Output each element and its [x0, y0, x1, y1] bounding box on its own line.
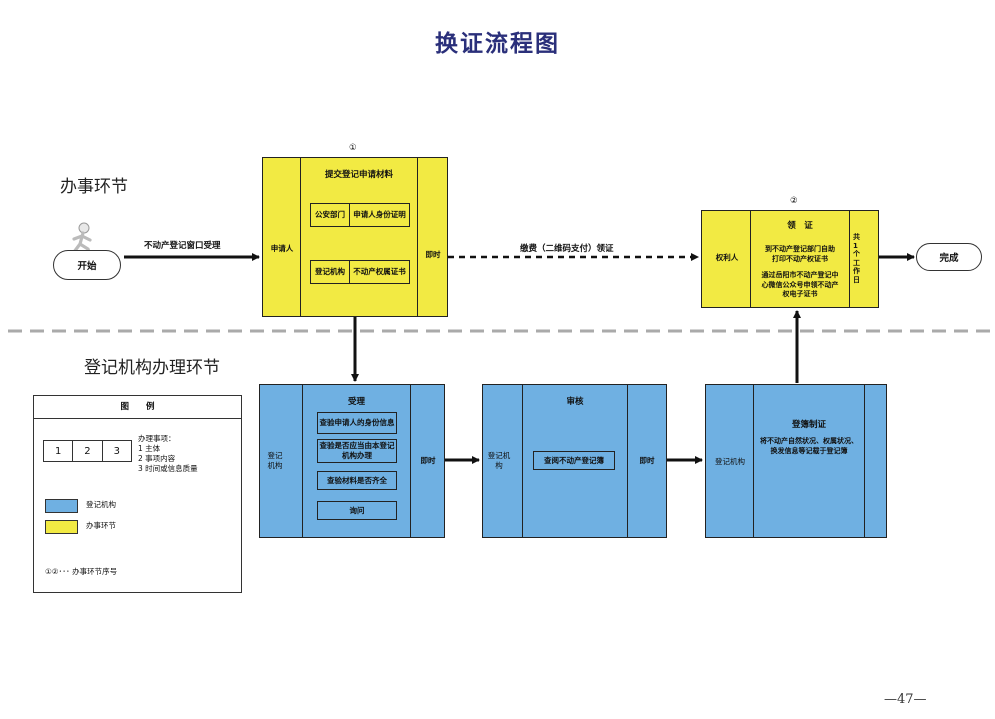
- review-box: 登记机构 审核 查阅不动产登记簿 即时: [482, 384, 667, 538]
- section-label-bottom: 登记机构办理环节: [84, 358, 220, 378]
- step2-divider-right: [849, 211, 850, 307]
- register-text: 将不动产自然状况、权属状况、换发信息等记载于登记簿: [760, 437, 858, 455]
- legend-cell: 3: [113, 445, 120, 457]
- step2-divider-left: [750, 211, 751, 307]
- legend-yellow-swatch: [45, 520, 78, 534]
- start-node: 开始: [53, 250, 121, 280]
- step2-heading: 领 证: [787, 221, 813, 231]
- accept-divider-right: [410, 385, 411, 537]
- legend-cell: 1: [44, 441, 74, 461]
- register-divider-left: [753, 385, 754, 537]
- accept-time: 即时: [420, 456, 436, 465]
- accept-item: 查验申请人的身份信息: [317, 412, 397, 434]
- step2-subject: 权利人: [715, 253, 739, 262]
- register-subject: 登记机构: [715, 457, 745, 466]
- step1-number: ①: [349, 143, 357, 153]
- step2-text-self-print: 到不动产登记部门自助打印不动产权证书: [765, 245, 835, 263]
- legend-cells: 1 2 3: [43, 440, 132, 462]
- accept-arrow-label: 不动产登记窗口受理: [144, 241, 221, 251]
- step2-box: 权利人 领 证 到不动产登记部门自助打印不动产权证书 通过岳阳市不动产登记中心微…: [701, 210, 879, 308]
- step1-subject: 申请人: [270, 244, 294, 253]
- pay-arrow-label: 缴费（二维码支付）领证: [520, 244, 614, 254]
- end-node: 完成: [916, 243, 982, 271]
- step1-divider-left: [300, 158, 301, 316]
- legend-title: 图 例: [34, 396, 241, 419]
- accept-heading: 受理: [347, 397, 365, 407]
- accept-item: 查验是否应当由本登记机构办理: [317, 439, 397, 463]
- review-subject: 登记机构: [487, 451, 511, 470]
- page-number: —47—: [884, 692, 927, 707]
- review-item: 查阅不动产登记簿: [533, 451, 615, 470]
- page-title: 换证流程图: [435, 30, 560, 57]
- running-person-icon: [72, 222, 92, 256]
- legend-note: 2 事项内容: [138, 454, 176, 463]
- step1-item-doc: 申请人身份证明: [353, 210, 406, 219]
- legend-cell: 2: [73, 441, 103, 461]
- legend-notes: 办理事项： 1 主体 2 事项内容 3 时间或信息质量: [138, 434, 198, 474]
- accept-divider-left: [302, 385, 303, 537]
- accept-box: 登记机构 受理 查验申请人的身份信息 查验是否应当由本登记机构办理 查验材料是否…: [259, 384, 445, 538]
- legend-number-label: ①②･･･ 办事环节序号: [45, 567, 118, 576]
- review-time: 即时: [639, 456, 655, 465]
- accept-item: 查验材料是否齐全: [317, 471, 397, 490]
- step1-divider-right: [417, 158, 418, 316]
- review-divider-right: [627, 385, 628, 537]
- legend-blue-swatch: [45, 499, 78, 513]
- step1-item-row: 公安部门 申请人身份证明: [310, 203, 410, 227]
- end-label: 完成: [939, 253, 959, 264]
- register-heading: 登簿制证: [791, 420, 826, 430]
- register-divider-right: [864, 385, 865, 537]
- section-label-top: 办事环节: [60, 177, 128, 197]
- legend-yellow-label: 办事环节: [86, 521, 116, 530]
- review-heading: 审核: [566, 397, 584, 407]
- legend-blue-label: 登记机构: [86, 500, 116, 509]
- step1-heading: 提交登记申请材料: [324, 170, 393, 180]
- legend-notes-title: 办理事项：: [138, 434, 176, 443]
- accept-subject: 登记机构: [267, 451, 283, 470]
- review-divider-left: [522, 385, 523, 537]
- legend-box: 图 例 1 2 3 办理事项： 1 主体 2 事项内容 3 时间或信息质量 登记…: [33, 395, 242, 593]
- legend-note: 1 主体: [138, 444, 161, 453]
- step1-time: 即时: [425, 250, 441, 259]
- start-label: 开始: [77, 261, 97, 272]
- step2-text-e-certificate: 通过岳阳市不动产登记中心微信公众号申领不动产权电子证书: [761, 271, 839, 298]
- legend-note: 3 时间或信息质量: [138, 464, 198, 473]
- step1-item-dept: 登记机构: [311, 261, 350, 283]
- register-box: 登记机构 登簿制证 将不动产自然状况、权属状况、换发信息等记载于登记簿: [705, 384, 887, 538]
- step1-item-row: 登记机构 不动产权属证书: [310, 260, 410, 284]
- step1-item-doc: 不动产权属证书: [353, 267, 406, 276]
- step2-time: 共1个工作日: [853, 233, 860, 284]
- step1-box: 申请人 提交登记申请材料 公安部门 申请人身份证明 登记机构 不动产权属证书 即…: [262, 157, 448, 317]
- accept-item: 询问: [317, 501, 397, 520]
- step1-item-dept: 公安部门: [311, 204, 350, 226]
- step2-number: ②: [790, 196, 798, 206]
